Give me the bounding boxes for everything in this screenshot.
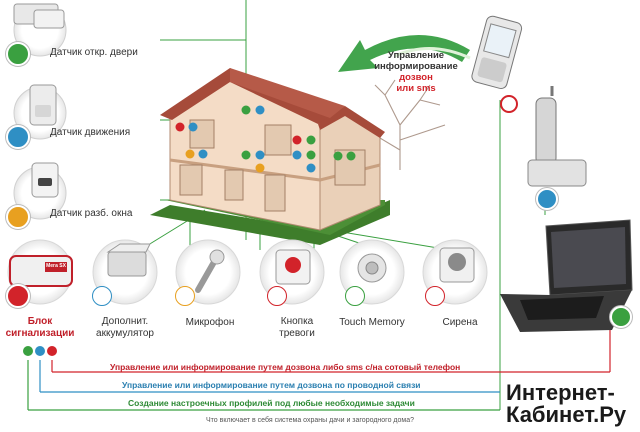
green-dot <box>23 346 33 356</box>
touch-memory-icon <box>345 286 365 306</box>
management-caption: Управление информирование дозвон или sms <box>366 50 466 94</box>
touch-memory-label: Touch Memory <box>339 317 405 328</box>
band-green-text: Создание настроечных профилей под любые … <box>128 398 415 408</box>
alarm-block-icon <box>6 284 30 308</box>
bottom-caption: Что включает в себя система охраны дачи … <box>206 417 414 424</box>
motion-icon <box>6 125 30 149</box>
alarm-block-label: Блок сигнализации <box>0 316 80 340</box>
motion-sensor-label: Датчик движения <box>50 127 131 138</box>
landline-phone-icon <box>536 188 558 210</box>
panic-button-label-line2: тревоги <box>279 328 315 339</box>
door-sensor-label: Датчик откр. двери <box>50 47 138 58</box>
band-blue-text: Управление или информирование путем дозв… <box>122 380 421 390</box>
management-line4: или sms <box>396 83 436 94</box>
alarm-block-plate: Мега SX <box>46 263 66 269</box>
watermark-line2: Кабинет.Ру <box>506 402 627 427</box>
panic-button-label: Кнопка тревоги <box>257 316 337 340</box>
management-line2: информирование <box>374 61 458 72</box>
red-dot <box>47 346 57 356</box>
battery-label: Дополнит. аккумулятор <box>85 316 165 340</box>
siren-label: Сирена <box>442 317 478 328</box>
window-icon <box>6 205 30 229</box>
panic-button-icon <box>267 286 287 306</box>
mobile-phone-icon <box>500 95 518 113</box>
battery-icon <box>92 286 112 306</box>
door-icon <box>6 42 30 66</box>
panic-button-label-line1: Кнопка <box>280 316 314 327</box>
window-sensor-label: Датчик разб. окна <box>50 208 133 219</box>
management-line1: Управление <box>387 50 445 61</box>
laptop-icon <box>610 306 632 328</box>
siren-icon <box>425 286 445 306</box>
alarm-block-label-line1: Блок <box>27 316 53 327</box>
management-line3: дозвон <box>399 72 433 83</box>
alarm-block-label-line2: сигнализации <box>5 328 75 339</box>
blue-dot <box>35 346 45 356</box>
microphone-label: Микрофон <box>185 317 235 328</box>
battery-label-line1: Дополнит. <box>101 316 149 327</box>
microphone-icon <box>175 286 195 306</box>
battery-label-line2: аккумулятор <box>96 328 154 339</box>
watermark-line1: Интернет- <box>506 380 615 405</box>
watermark: Интернет- Кабинет.Ру <box>506 382 626 426</box>
band-red-text: Управление или информирование путем дозв… <box>110 362 461 372</box>
